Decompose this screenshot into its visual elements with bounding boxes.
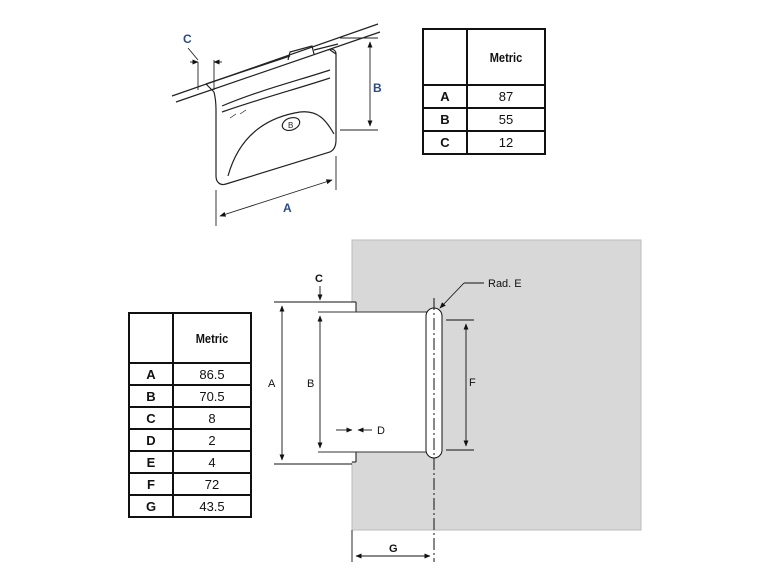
bottom-label-rad-e: Rad. E bbox=[488, 278, 522, 290]
table-value: 86.5 bbox=[172, 362, 252, 386]
table-key: B bbox=[128, 384, 174, 408]
table-key: C bbox=[128, 406, 174, 430]
table-value: 8 bbox=[172, 406, 252, 430]
card-holder-illustration: B bbox=[171, 23, 381, 186]
cutout-outline bbox=[318, 298, 443, 562]
top-label-c: C bbox=[183, 32, 192, 46]
table-key: B bbox=[422, 107, 468, 132]
table-corner-cell bbox=[131, 312, 171, 364]
table-key: C bbox=[422, 130, 468, 155]
bottom-label-c: C bbox=[315, 273, 323, 285]
table-value: 70.5 bbox=[172, 384, 252, 408]
bottom-label-f: F bbox=[469, 377, 476, 389]
table-row: B 55 bbox=[422, 107, 546, 132]
top-label-b: B bbox=[373, 81, 382, 95]
table-row: E 4 bbox=[128, 450, 252, 474]
table-value: 72 bbox=[172, 472, 252, 496]
table-row: D 2 bbox=[128, 428, 252, 452]
table-row: G 43.5 bbox=[128, 494, 252, 518]
table-value: 2 bbox=[172, 428, 252, 452]
table-value: 4 bbox=[172, 450, 252, 474]
table-key: D bbox=[128, 428, 174, 452]
table-key: A bbox=[422, 84, 468, 109]
table-row: C 12 bbox=[422, 130, 546, 155]
table-key: E bbox=[128, 450, 174, 474]
table-row: C 8 bbox=[128, 406, 252, 430]
table-value: 55 bbox=[466, 107, 546, 132]
top-dimensions bbox=[187, 37, 378, 226]
table-corner-cell bbox=[425, 28, 465, 86]
bottom-label-a: A bbox=[268, 378, 276, 390]
table-header-row: Metric bbox=[129, 312, 251, 364]
table-header-metric: Metric bbox=[178, 312, 246, 364]
table-value: 43.5 bbox=[172, 494, 252, 518]
bottom-label-b: B bbox=[307, 378, 314, 390]
bottom-label-g: G bbox=[389, 543, 398, 555]
table-value: 12 bbox=[466, 130, 546, 155]
table-key: A bbox=[128, 362, 174, 386]
table-header-metric: Metric bbox=[472, 28, 541, 86]
svg-text:B: B bbox=[288, 121, 293, 130]
bottom-dimensions bbox=[274, 282, 484, 562]
table-key: G bbox=[128, 494, 174, 518]
bottom-metric-table: Metric A 86.5 B 70.5 C 8 D 2 E 4 F 72 G … bbox=[128, 312, 252, 518]
bottom-label-d: D bbox=[377, 425, 385, 437]
table-row: A 86.5 bbox=[128, 362, 252, 386]
top-metric-table: Metric A 87 B 55 C 12 bbox=[422, 28, 546, 155]
table-header-row: Metric bbox=[423, 28, 545, 86]
table-value: 87 bbox=[466, 84, 546, 109]
table-row: B 70.5 bbox=[128, 384, 252, 408]
table-row: A 87 bbox=[422, 84, 546, 109]
table-row: F 72 bbox=[128, 472, 252, 496]
table-key: F bbox=[128, 472, 174, 496]
top-label-a: A bbox=[283, 201, 292, 215]
